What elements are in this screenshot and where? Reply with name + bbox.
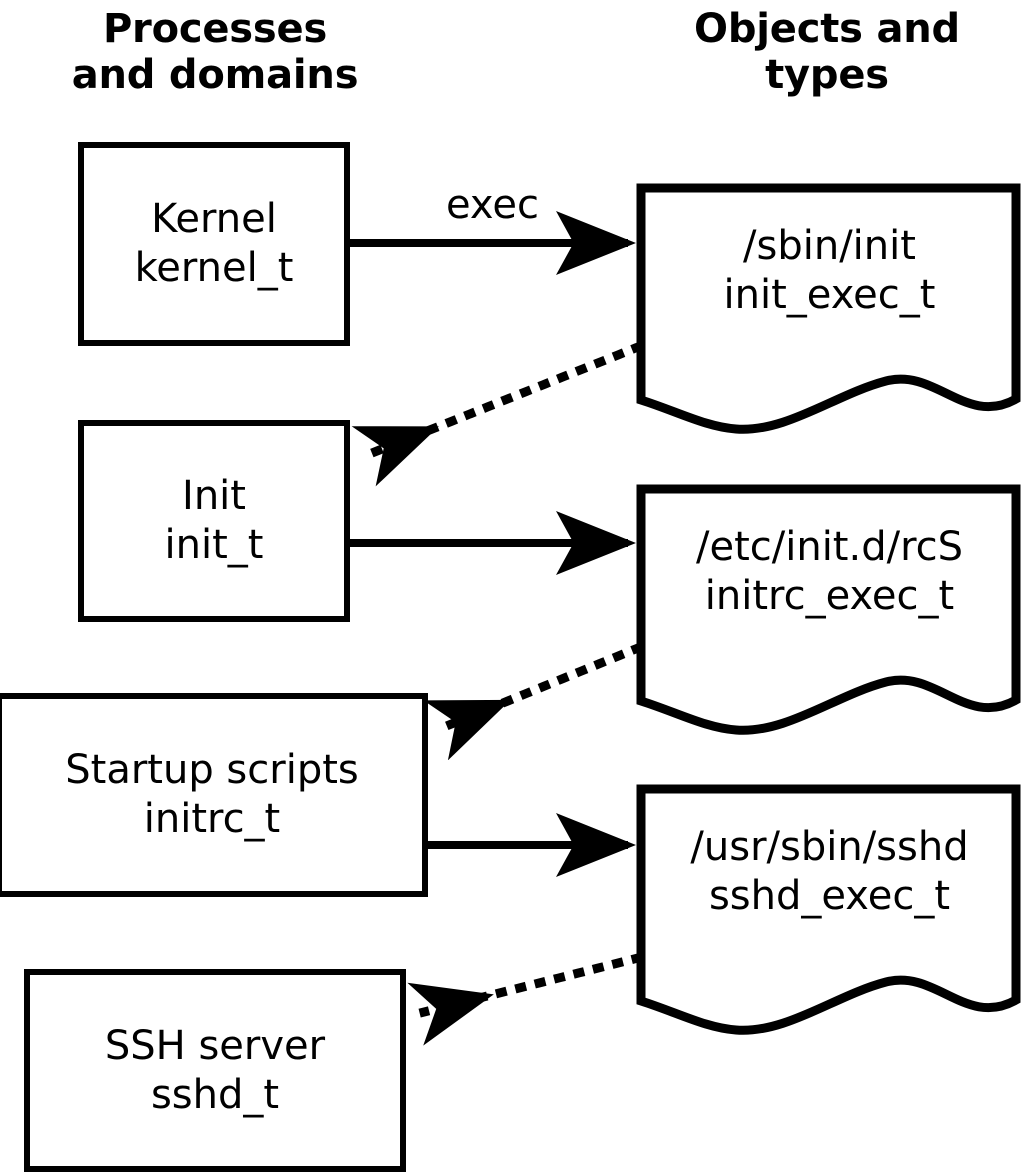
- edge-label-exec: exec: [446, 182, 539, 228]
- process-node-initrc[interactable]: Startup scripts initrc_t: [0, 693, 428, 897]
- column-header-objects: Objects and types: [694, 6, 960, 99]
- object-node-initrc-exec[interactable]: [636, 484, 1024, 739]
- object-node-init-exec[interactable]: [636, 183, 1024, 438]
- process-node-sshd[interactable]: SSH server sshd_t: [24, 969, 406, 1172]
- edge-initrcexec-to-initrc: [423, 642, 644, 761]
- process-node-sshd-type: sshd_t: [150, 1071, 280, 1118]
- column-header-processes: Processes and domains: [71, 6, 359, 99]
- edge-sshdexec-to-sshd: [407, 952, 644, 1046]
- process-node-init-type: init_t: [164, 522, 264, 568]
- object-node-sshd-exec[interactable]: [636, 784, 1024, 1039]
- edge-initexec-to-init: [351, 341, 644, 487]
- process-node-kernel-type: kernel_t: [134, 245, 294, 291]
- process-node-kernel[interactable]: Kernel kernel_t: [78, 142, 350, 346]
- process-node-init[interactable]: Init init_t: [78, 420, 350, 622]
- process-node-initrc-type: initrc_t: [143, 796, 281, 842]
- process-node-sshd-name: SSH server: [104, 1022, 326, 1069]
- process-node-kernel-name: Kernel: [151, 196, 277, 243]
- process-node-init-name: Init: [182, 473, 246, 520]
- process-node-initrc-name: Startup scripts: [65, 747, 359, 794]
